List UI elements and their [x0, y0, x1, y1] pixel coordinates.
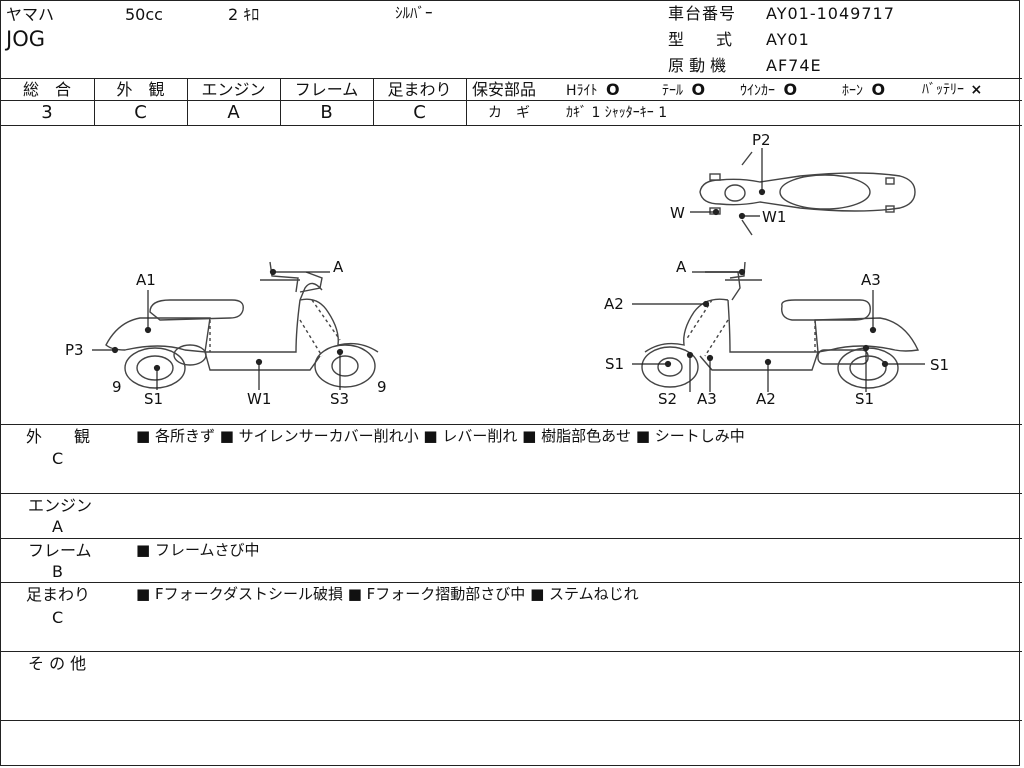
engine: AF74E [766, 56, 822, 75]
safety-item-status: O [871, 80, 886, 99]
divider [0, 538, 1022, 539]
scooter-top-view [699, 151, 916, 236]
color: ｼﾙﾊﾞｰ [395, 4, 433, 22]
safety-item-status: O [605, 80, 620, 99]
safety-item-name: ｳｲﾝｶｰ [740, 83, 775, 99]
grade-header-suspension: 足まわり [387, 80, 452, 99]
remark-grade-frame: B [52, 562, 63, 581]
remark-label-other: そ の 他 [28, 654, 87, 673]
grade-value-suspension: C [413, 102, 426, 123]
safety-item-winker: ｳｲﾝｶｰ O [740, 80, 798, 100]
divider [373, 78, 374, 125]
grade-value-exterior: C [134, 102, 147, 123]
diagram-label: P3 [65, 341, 84, 359]
key-value: ｶｷﾞ 1 ｼｬｯﾀｰｷｰ 1 [566, 105, 668, 121]
grade-header-engine: エンジン [201, 80, 266, 99]
diagram-label: S1 [605, 355, 624, 373]
diagram-label: S3 [330, 390, 349, 408]
safety-item-status: O [691, 80, 706, 99]
diagram-label: A3 [861, 271, 881, 289]
safety-item-name: ﾊﾞｯﾃﾘｰ [922, 82, 964, 98]
diagram-label: S1 [930, 356, 949, 374]
grade-value-overall: 3 [41, 102, 53, 123]
diagram-label: S1 [144, 390, 163, 408]
safety-item-status: × [970, 82, 983, 98]
remark-label-exterior: 外 観 [26, 427, 91, 446]
model-name: JOG [6, 27, 45, 51]
scooter-diagram: A A1 P3 9 S1 W1 S3 9 A A2 A3 S1 S1 S2 A3… [65, 131, 949, 408]
safety-item-horn: ﾎｰﾝ O [842, 80, 886, 100]
diagram-label: A1 [136, 271, 156, 289]
diagram-label: A [676, 258, 687, 276]
safety-item-taillight: ﾃｰﾙ O [662, 80, 706, 100]
model-type: AY01 [766, 30, 810, 49]
remark-grade-exterior: C [52, 449, 64, 468]
divider [0, 720, 1022, 721]
diagram-label: P2 [752, 131, 771, 149]
divider [0, 651, 1022, 652]
frame-number: AY01-1049717 [766, 4, 895, 23]
divider [94, 78, 95, 125]
scooter-left-view [105, 261, 379, 389]
diagram-label: W [670, 204, 685, 222]
grade-header-overall: 総 合 [22, 80, 71, 99]
remark-label-engine: エンジン [28, 496, 93, 515]
safety-item-headlight: Hﾗｲﾄ O [566, 80, 620, 100]
maker: ヤマハ [6, 5, 55, 24]
mileage: 2 ｷﾛ [228, 5, 260, 24]
safety-item-name: ﾎｰﾝ [842, 83, 863, 99]
grade-header-exterior: 外 観 [116, 80, 165, 99]
key-label: カ ギ [488, 105, 530, 121]
frame-number-label: 車台番号 [668, 4, 737, 23]
diagram-label: S2 [658, 390, 677, 408]
diagram-label: A2 [604, 295, 624, 313]
diagram-label: 9 [377, 378, 387, 396]
remark-label-suspension: 足まわり [26, 585, 91, 604]
diagram-label: A [333, 258, 344, 276]
divider [187, 78, 188, 125]
safety-item-battery: ﾊﾞｯﾃﾘｰ × [922, 82, 982, 98]
divider [0, 100, 1022, 101]
grade-header-frame: フレーム [294, 80, 359, 99]
divider [0, 424, 1022, 425]
diagram-label: A3 [697, 390, 717, 408]
remark-grade-engine: A [52, 517, 63, 536]
displacement: 50cc [125, 5, 163, 24]
divider [466, 78, 467, 125]
model-type-label: 型 式 [668, 30, 733, 49]
engine-label: 原 動 機 [668, 56, 727, 75]
divider [0, 125, 1022, 126]
diagram-label: W1 [247, 390, 271, 408]
safety-label: 保安部品 [472, 80, 537, 99]
divider [0, 493, 1022, 494]
diagram-label: W1 [762, 208, 786, 226]
grade-value-engine: A [227, 102, 240, 123]
divider [0, 582, 1022, 583]
remark-label-frame: フレーム [28, 541, 92, 560]
remark-grade-suspension: C [52, 608, 64, 627]
remark-text-frame: ■ フレームさび中 [136, 541, 260, 559]
diagram-label: 9 [112, 378, 122, 396]
safety-item-name: Hﾗｲﾄ [566, 83, 598, 99]
remark-text-suspension: ■ Fフォークダストシール破損 ■ Fフォーク摺動部さび中 ■ ステムねじれ [136, 585, 639, 603]
divider [0, 78, 1022, 79]
diagram-label: S1 [855, 390, 874, 408]
safety-item-name: ﾃｰﾙ [662, 83, 683, 99]
grade-value-frame: B [320, 102, 333, 123]
divider [280, 78, 281, 125]
diagram-label: A2 [756, 390, 776, 408]
remark-text-exterior: ■ 各所きず ■ サイレンサーカバー削れ小 ■ レバー削れ ■ 樹脂部色あせ ■… [136, 427, 745, 445]
safety-item-status: O [783, 80, 798, 99]
